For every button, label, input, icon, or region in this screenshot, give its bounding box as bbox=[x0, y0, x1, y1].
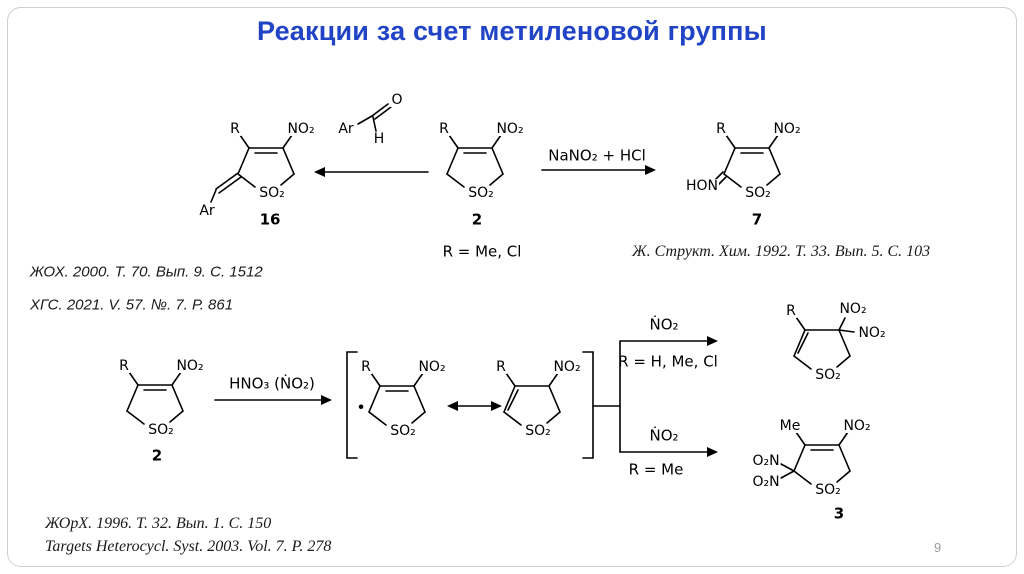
r-condition-branch-top: R = H, Me, Cl bbox=[618, 352, 718, 371]
arrow-branch-bottom bbox=[619, 447, 718, 457]
gem-no2-top-label: NO₂ bbox=[838, 301, 868, 317]
citation-targets: Targets Heterocycl. Syst. 2003. Vol. 7. … bbox=[45, 538, 332, 555]
structure-2-top-skeleton bbox=[446, 134, 504, 188]
arrow-to-16 bbox=[314, 167, 429, 177]
s7-no2-label: NO₂ bbox=[772, 121, 802, 137]
r-condition-branch-bottom: R = Me bbox=[628, 460, 684, 479]
s3-no2-label: NO₂ bbox=[842, 418, 872, 434]
arrow-branch-top bbox=[619, 336, 718, 346]
citation-zhokh: ЖОХ. 2000. Т. 70. Вып. 9. С. 1512 bbox=[30, 263, 263, 281]
s2bot-number: 2 bbox=[151, 446, 163, 465]
s2bot-so2-label: SO₂ bbox=[147, 422, 175, 438]
s3-number: 3 bbox=[833, 504, 845, 523]
s3-o2n-bottom-label: O₂N bbox=[751, 474, 781, 490]
reagent-hno3: HNO₃ (ṄO₂) bbox=[229, 374, 315, 393]
s3-me-label: Me bbox=[778, 418, 802, 434]
radical-dot-icon: • bbox=[358, 399, 364, 416]
resonance-arrow bbox=[447, 401, 502, 411]
structure-2-bottom-skeleton bbox=[126, 371, 184, 425]
reagent-nano2-hcl: NaNO₂ + HCl bbox=[548, 146, 646, 165]
aldehyde-skeleton bbox=[357, 103, 392, 132]
s16-no2-label: NO₂ bbox=[286, 121, 316, 137]
s7-hon-label: HON bbox=[684, 178, 720, 194]
citation-zh-strukt: Ж. Структ. Хим. 1992. Т. 33. Вып. 5. С. … bbox=[632, 243, 931, 260]
s2bot-r-label: R bbox=[118, 358, 130, 374]
gem-dinitro-skeleton bbox=[793, 316, 855, 370]
s2top-no2-label: NO₂ bbox=[495, 121, 525, 137]
slide-title: Реакции за счет метиленовой группы bbox=[257, 16, 767, 46]
s7-so2-label: SO₂ bbox=[744, 185, 772, 201]
aldehyde-ar-label: Ar bbox=[337, 121, 355, 137]
s7-r-label: R bbox=[715, 121, 727, 137]
structure-16-skeleton bbox=[210, 134, 295, 203]
radical-a-skeleton bbox=[368, 372, 426, 426]
structure-3-skeleton bbox=[780, 431, 851, 485]
bracket-right bbox=[582, 351, 594, 459]
radB-no2-label: NO₂ bbox=[552, 359, 582, 375]
gem-no2-right-label: NO₂ bbox=[857, 325, 887, 341]
s16-so2-label: SO₂ bbox=[258, 185, 286, 201]
citation-khgs: ХГС. 2021. V. 57. №. 7. Р. 861 bbox=[30, 296, 234, 314]
radA-r-label: R bbox=[360, 359, 372, 375]
gem-so2-label: SO₂ bbox=[814, 367, 842, 383]
radA-no2-label: NO₂ bbox=[417, 359, 447, 375]
radB-so2-label: SO₂ bbox=[524, 423, 552, 439]
s16-ar-label: Ar bbox=[198, 203, 216, 219]
no2-radical-bottom-label: ṄO₂ bbox=[649, 426, 679, 445]
s3-so2-label: SO₂ bbox=[814, 482, 842, 498]
radB-r-label: R bbox=[495, 359, 507, 375]
no2-radical-top-label: ṄO₂ bbox=[649, 315, 679, 334]
bracket-left bbox=[346, 351, 358, 459]
s3-o2n-top-label: O₂N bbox=[751, 453, 781, 469]
radical-b-skeleton bbox=[503, 372, 561, 426]
s2top-so2-label: SO₂ bbox=[467, 185, 495, 201]
aldehyde-o-label: O bbox=[390, 92, 404, 108]
radA-so2-label: SO₂ bbox=[389, 423, 417, 439]
s16-number: 16 bbox=[259, 210, 281, 229]
branch-connector bbox=[592, 340, 621, 453]
r-condition-top: R = Me, Cl bbox=[442, 242, 522, 261]
page-number: 9 bbox=[934, 540, 942, 555]
aldehyde-h-label: H bbox=[372, 131, 386, 147]
s2top-r-label: R bbox=[438, 121, 450, 137]
s2top-number: 2 bbox=[471, 210, 483, 229]
citation-zhorkh: ЖОрХ. 1996. Т. 32. Вып. 1. С. 150 bbox=[45, 515, 272, 532]
arrow-hno3 bbox=[214, 395, 332, 405]
s16-r-label: R bbox=[229, 121, 241, 137]
gem-r-label: R bbox=[785, 303, 797, 319]
s2bot-no2-label: NO₂ bbox=[175, 358, 205, 374]
structure-7-skeleton bbox=[714, 134, 781, 188]
arrow-to-7 bbox=[541, 165, 656, 175]
s7-number: 7 bbox=[751, 210, 763, 229]
